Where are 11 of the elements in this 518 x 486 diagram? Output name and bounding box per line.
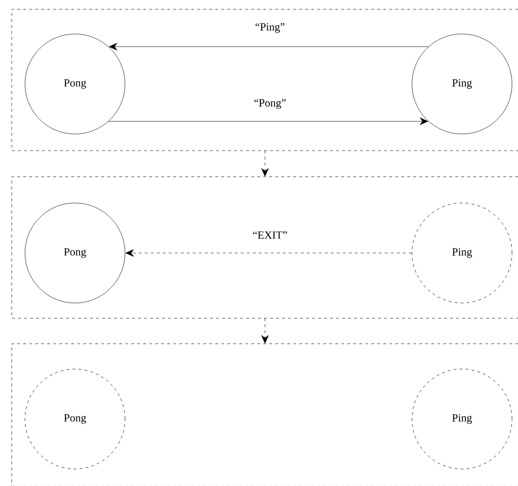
arrow [261,318,269,344]
edge-label: “Ping” [256,23,284,33]
edge-label: “Pong” [254,99,286,109]
arrow [108,42,429,50]
panel [12,344,518,486]
panel [12,176,518,318]
edge-label: “EXIT” [253,231,287,239]
arrow [126,249,412,257]
panel [12,9,518,151]
arrow [261,150,269,176]
arrow [108,118,428,126]
